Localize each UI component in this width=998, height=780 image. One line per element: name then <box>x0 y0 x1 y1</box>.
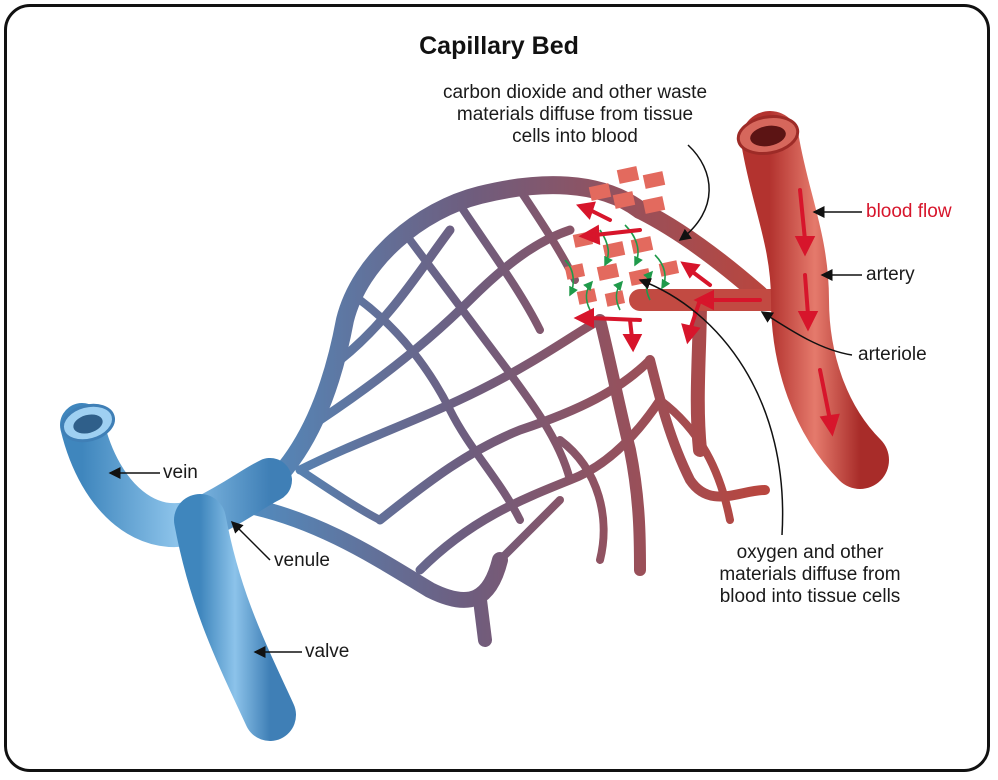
o2-label-line-1: oxygen and other <box>680 542 940 564</box>
vein-label: vein <box>163 462 198 484</box>
o2-label-line-3: blood into tissue cells <box>680 586 940 608</box>
venule-label: venule <box>274 550 330 572</box>
vein-vessel <box>58 400 270 715</box>
co2-label-line-1: carbon dioxide and other waste <box>395 82 755 104</box>
o2-diffusion-label: oxygen and other materials diffuse from … <box>680 542 940 608</box>
co2-diffusion-label: carbon dioxide and other waste materials… <box>395 82 755 148</box>
blood-flow-label: blood flow <box>866 201 952 223</box>
valve-label: valve <box>305 641 349 663</box>
diagram-title: Capillary Bed <box>0 32 998 61</box>
arteriole-label: arteriole <box>858 344 927 366</box>
artery-label: artery <box>866 264 915 286</box>
o2-label-line-2: materials diffuse from <box>680 564 940 586</box>
co2-label-line-2: materials diffuse from tissue <box>395 104 755 126</box>
co2-label-line-3: cells into blood <box>395 126 755 148</box>
